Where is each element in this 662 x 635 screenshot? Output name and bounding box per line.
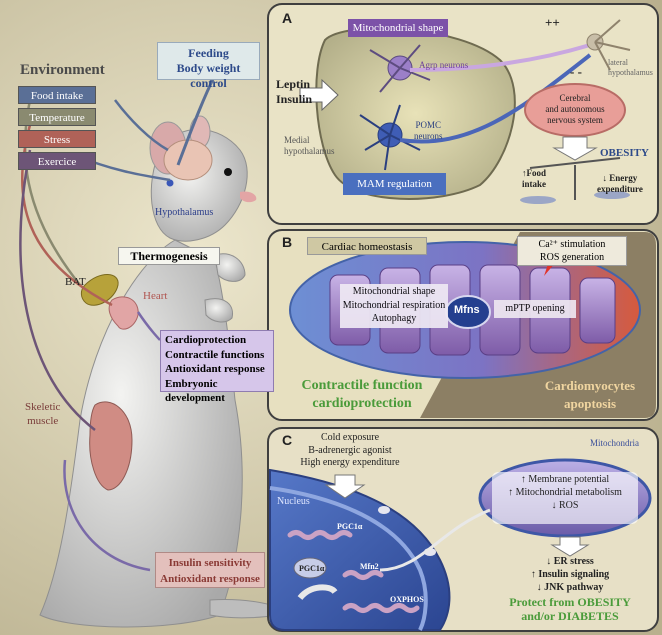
mitochondria-label: Mitochondria [590,438,639,448]
cardio-box: Cardioprotection Contractile functions A… [160,330,274,404]
skeletic-label: Skeletic muscle [25,401,61,427]
protect-text: Protect from OBESITY and/or DIABETES [509,595,631,623]
leptin-label: Leptin Insulin [276,77,313,106]
panel-b-letter: B [282,234,293,250]
balance-scale [520,157,630,204]
lateral-label: lateral hypothalamus [608,58,653,77]
pgc1a-gene-label: PGC1α [337,522,363,531]
panel-c-letter: C [282,432,293,448]
env-item-food-intake: Food intake [18,86,96,104]
cold-label: Cold exposure B-adrenergic agonist High … [300,432,400,468]
insulin-box: Insulin sensitivity Antioxidant response [155,552,265,588]
mfn2-arrow [379,508,491,572]
feeding-box: Feeding Body weight control [157,42,260,90]
env-item-stress: Stress [18,130,96,148]
mito-b-box: Mitochondrial shape Mitochondrial respir… [340,284,448,328]
cerebral-ellipse [524,83,626,137]
food-intake-label: ↑Food intake [522,168,547,189]
obesity-label: OBESITY [600,147,649,159]
bat-label: BAT [65,276,86,288]
curved-arrow [297,584,338,601]
hypothalamus-label: Hypothalamus [155,207,214,218]
cardiac-box: Cardiac homeostasis [307,237,427,255]
energy-label: ↓ Energy expenditure [597,173,643,194]
env-item-temperature: Temperature [18,108,96,126]
down-arrow-c [324,474,366,499]
apoptosis-label: Cardiomyocytes apoptosis [544,378,636,411]
env-item-exercice: Exercice [18,152,96,170]
nucleus-label: Nucleus [277,496,310,507]
mito-shape-box: Mitochondrial shape [348,19,448,37]
mptp-box: mPTP opening [494,300,576,318]
ca-box: Ca²⁺ stimulation ROS generation [517,236,627,266]
mfn2-label: Mfn2 [360,562,379,571]
pgc1a-protein [293,557,327,579]
dna-strands [287,530,420,613]
medial-label: Medial hypothalamus [284,135,335,156]
minusminus-label: - - [570,64,582,79]
nuclear-membrane [269,486,428,631]
down-arrow-c2 [550,536,590,557]
cerebral-label: Cerebral and autonomous nervous system [545,93,605,125]
membrane-box [492,472,638,524]
plusplus-label: ++ [545,15,560,30]
thermogenesis-box: Thermogenesis [118,247,220,265]
pomc-label: POMC neurons [414,120,443,141]
down-arrow-a [552,136,598,161]
panel-a-letter: A [282,10,293,26]
heart-label: Heart [143,290,168,302]
oxphos-label: OXPHOS [390,595,424,604]
mfns-label: Mfns [454,304,480,316]
leptin-arrow [299,78,339,112]
environment-title: Environment [20,62,105,78]
mam-box: MAM regulation [343,173,446,195]
neurons [359,19,631,171]
contractile-label: Contractile function cardioprotection [301,378,423,411]
agrp-label: Agrp neurons [419,60,469,70]
pgc1a-protein-label: PGC1α [299,564,325,573]
membrane-text: ↑ Membrane potential ↑ Mitochondrial met… [508,474,622,511]
er-text: ↓ ER stress ↑ Insulin signaling ↓ JNK pa… [530,556,610,593]
